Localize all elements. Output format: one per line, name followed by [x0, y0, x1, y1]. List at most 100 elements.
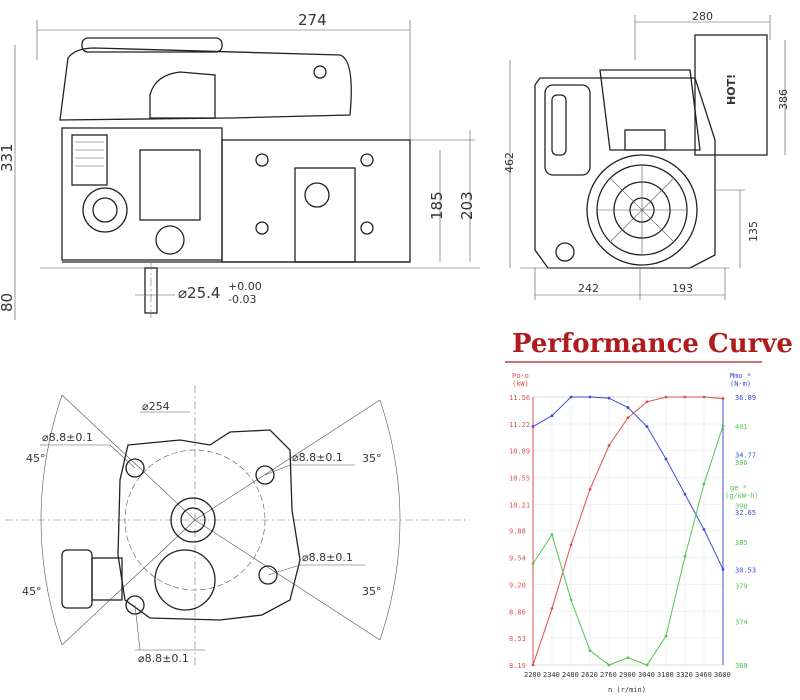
dim-274: 274 — [298, 11, 327, 29]
torque-point — [569, 395, 573, 399]
hole-label-bottom-left: ⌀8.8±0.1 — [138, 652, 189, 665]
power-point — [569, 543, 573, 547]
power-tick-label: 9.88 — [509, 528, 526, 536]
side-view: 280 462 HOT! 386 135 242 193 — [503, 10, 790, 300]
power-tick-label: 8.53 — [509, 635, 526, 643]
torque-point — [645, 425, 649, 428]
dim-193: 193 — [672, 282, 693, 295]
torque-tick-label: 34.77 — [735, 451, 756, 459]
fuel-point — [626, 656, 630, 660]
power-tick-label: 8.19 — [509, 662, 526, 670]
fuel-point — [569, 598, 573, 602]
fuel-point — [702, 482, 706, 486]
right-axis-label-1: Mmo * — [730, 372, 751, 380]
right-axis-label-2: (N·m) — [730, 380, 751, 388]
fuel-point — [683, 554, 687, 558]
fuel-point — [664, 634, 668, 638]
x-tick-label: 3040 — [638, 671, 655, 679]
power-point — [664, 395, 668, 399]
fuel-tick-label: 385 — [735, 539, 748, 547]
fuel-point — [531, 562, 535, 565]
fuel-tick-label: 396 — [735, 459, 748, 467]
left-axis-label-1: Po-o — [512, 372, 529, 380]
power-point — [683, 395, 687, 399]
brand-label: HOT! — [725, 74, 738, 105]
x-tick-label: 3460 — [695, 671, 712, 679]
power-tick-label: 9.20 — [509, 582, 526, 590]
power-tick-label: 11.56 — [509, 394, 530, 402]
fuel-tick-label: 390 — [735, 503, 748, 511]
power-tick-label: 10.89 — [509, 447, 530, 455]
angle-35-bottom: 35° — [362, 585, 382, 598]
power-point — [550, 607, 554, 610]
hole-label-top-left: ⌀8.8±0.1 — [42, 431, 93, 444]
x-tick-label: 2480 — [562, 671, 579, 679]
fuel-point — [721, 424, 725, 428]
left-axis-label-2: (kW) — [512, 380, 529, 388]
dim-185: 185 — [428, 191, 446, 220]
power-point — [721, 397, 725, 400]
power-point — [702, 395, 706, 399]
dim-280: 280 — [692, 10, 713, 23]
power-tick-label: 9.54 — [509, 555, 526, 563]
dim-shaft-dia: ⌀25.4 — [178, 284, 220, 302]
dim-203: 203 — [458, 191, 476, 220]
power-point — [645, 400, 649, 404]
torque-point — [588, 395, 592, 399]
dim-331: 331 — [0, 143, 16, 172]
performance-chart: Po-o (kW) Mmo * (N·m) ge * (g/kW·h) n (r… — [509, 372, 759, 694]
x-tick-label: 2340 — [543, 671, 560, 679]
torque-tick-label: 30.53 — [735, 566, 756, 574]
torque-point — [626, 406, 630, 409]
chart-title: Performance Curve — [512, 329, 793, 359]
x-tick-label: 3320 — [676, 671, 693, 679]
x-tick-label: 3600 — [714, 671, 731, 679]
fuel-axis-label-1: ge * — [730, 484, 747, 492]
fuel-tick-label: 374 — [735, 619, 748, 627]
x-axis-label: n (r/min) — [608, 686, 646, 694]
torque-point — [702, 528, 706, 531]
angle-35-top: 35° — [362, 452, 382, 465]
power-tick-label: 11.22 — [509, 421, 530, 429]
dim-80: 80 — [0, 293, 16, 312]
hole-label-top-right: ⌀8.8±0.1 — [292, 451, 343, 464]
x-tick-label: 2900 — [619, 671, 636, 679]
fuel-tick-label: 368 — [735, 662, 748, 670]
dim-tol-upper: +0.00 — [228, 280, 262, 293]
fuel-point — [550, 533, 554, 537]
dim-bolt-circle: ⌀254 — [142, 400, 170, 413]
torque-point — [607, 396, 611, 400]
angle-45-top: 45° — [26, 452, 46, 465]
front-view: 274 331 80 ⌀25.4 — [0, 11, 480, 320]
dim-135: 135 — [747, 221, 760, 242]
x-tick-label: 2760 — [600, 671, 617, 679]
power-tick-label: 8.86 — [509, 609, 526, 617]
fuel-axis-label-2: (g/kW·h) — [725, 492, 759, 500]
power-point — [531, 663, 535, 667]
torque-point — [531, 425, 535, 428]
angle-45-bottom: 45° — [22, 585, 42, 598]
fuel-point — [645, 663, 649, 667]
torque-point — [550, 414, 554, 418]
torque-tick-label: 36.89 — [735, 394, 756, 402]
power-tick-label: 10.21 — [509, 501, 530, 509]
x-tick-label: 2620 — [581, 671, 598, 679]
x-tick-label: 2200 — [524, 671, 541, 679]
fuel-tick-label: 401 — [735, 423, 748, 431]
fuel-tick-label: 379 — [735, 582, 748, 590]
dim-462: 462 — [503, 152, 516, 173]
torque-point — [721, 567, 725, 571]
hole-label-bottom-right: ⌀8.8±0.1 — [302, 551, 353, 564]
torque-tick-label: 32.65 — [735, 509, 756, 517]
power-tick-label: 10.55 — [509, 474, 530, 482]
torque-point — [683, 492, 687, 496]
fuel-point — [588, 649, 592, 652]
dim-tol-lower: -0.03 — [228, 293, 256, 306]
fuel-point — [607, 663, 611, 667]
x-tick-label: 3180 — [657, 671, 674, 679]
power-point — [626, 416, 630, 420]
dim-242: 242 — [578, 282, 599, 295]
torque-point — [664, 457, 668, 461]
dim-386: 386 — [777, 89, 790, 110]
